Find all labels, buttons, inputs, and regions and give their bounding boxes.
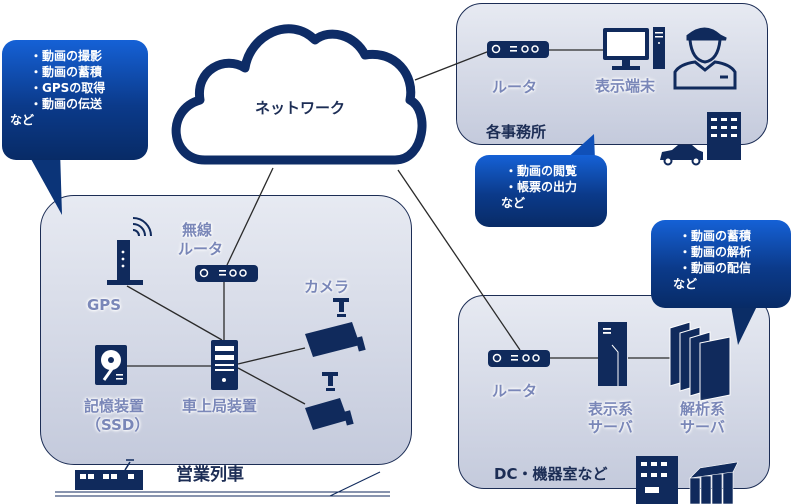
camera-icon — [305, 372, 354, 430]
server-rack-icon — [689, 461, 739, 504]
display-server-icon — [598, 322, 627, 386]
wireless-router-label-line1: 無線 — [182, 221, 213, 239]
gps-antenna-icon — [107, 217, 152, 285]
link-cloud-office-router — [414, 49, 493, 81]
link-cloud-dc-router — [397, 169, 521, 351]
train-zone-title: 営業列車 — [176, 465, 244, 485]
dc-router-label: ルータ — [492, 382, 538, 400]
wireless-router-label-line2: ルータ — [178, 240, 224, 258]
bubble-suffix: など — [673, 277, 698, 291]
display-server-label-line1: 表示系 — [588, 400, 634, 418]
train-bubble-tail — [26, 150, 62, 215]
analysis-server-label-line1: 解析系 — [680, 400, 726, 418]
railway-track — [55, 471, 390, 497]
bubble-item: ・動画の蓄積 — [679, 229, 752, 243]
bubble-item: ・動画の解析 — [679, 245, 752, 259]
bubble-item: ・動画の蓄積 — [30, 65, 103, 79]
bubble-item: ・帳票の出力 — [505, 180, 578, 194]
office-router-label: ルータ — [492, 78, 538, 96]
bubble-item: ・動画の配信 — [679, 261, 752, 275]
bubble-item: ・動画の撮影 — [30, 49, 103, 63]
storage-label-line2: （SSD） — [86, 416, 150, 434]
display-terminal-icon — [603, 27, 665, 70]
office-router-icon — [487, 41, 549, 58]
office-zone-title: 各事務所 — [486, 123, 547, 141]
bubble-item: ・動画の閲覧 — [505, 164, 578, 178]
link-cloud-wireless-router — [226, 167, 274, 266]
onboard-unit-icon — [211, 340, 238, 390]
network-label: ネットワーク — [255, 99, 346, 117]
camera-icon — [305, 298, 366, 357]
operator-person-icon — [673, 27, 737, 90]
office-bubble-tail — [565, 134, 595, 160]
gps-label: GPS — [87, 296, 122, 314]
analysis-server-label-line2: サーバ — [680, 418, 725, 436]
storage-label-line1: 記憶装置 — [84, 397, 145, 415]
link-gps-onboard — [126, 285, 223, 341]
train-function-bubble: ・動画の撮影 ・動画の蓄積 ・GPSの取得 ・動画の伝送 など — [2, 40, 148, 160]
link-onboard-camera1 — [237, 347, 306, 365]
dc-function-bubble: ・動画の蓄積 ・動画の解析 ・動画の配信 など — [651, 220, 791, 308]
camera-label: カメラ — [304, 278, 350, 296]
bubble-item: ・動画の伝送 — [30, 97, 103, 111]
dc-router-icon — [488, 350, 550, 367]
display-server-label-line2: サーバ — [588, 418, 633, 436]
bubble-suffix: など — [501, 196, 526, 210]
car-icon — [660, 145, 703, 166]
onboard-unit-label: 車上局装置 — [182, 397, 258, 415]
dc-bubble-tail — [730, 300, 760, 345]
office-building-icon — [707, 112, 741, 160]
bubble-item: ・GPSの取得 — [30, 81, 106, 95]
wireless-router-icon — [195, 265, 258, 282]
office-function-bubble: ・動画の閲覧 ・帳票の出力 など — [475, 155, 607, 227]
dc-zone-title: DC・機器室など — [494, 465, 608, 483]
bubble-suffix: など — [10, 113, 35, 127]
analysis-server-icon — [669, 321, 731, 402]
train-icon — [75, 459, 143, 490]
cloud-icon — [171, 24, 427, 165]
storage-drive-icon — [95, 345, 127, 385]
display-terminal-label: 表示端末 — [595, 77, 656, 95]
datacenter-building-icon — [636, 456, 678, 504]
link-onboard-camera2 — [237, 367, 306, 405]
